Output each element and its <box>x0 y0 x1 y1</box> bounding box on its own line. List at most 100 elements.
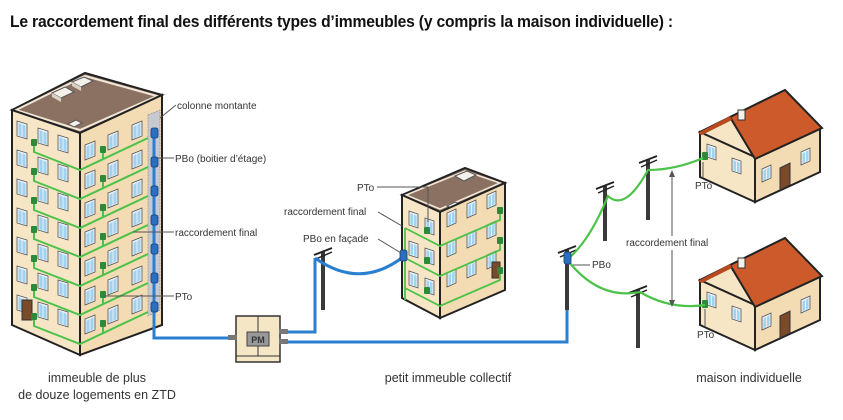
pto-box <box>100 175 106 182</box>
window <box>84 169 96 190</box>
final-connection-cable <box>404 244 501 277</box>
window <box>131 294 143 315</box>
pbo-floor-box <box>150 185 159 197</box>
house <box>697 88 824 204</box>
pto-box <box>31 313 37 320</box>
final-connection-cable <box>404 214 501 247</box>
label-pto-small: PTo <box>357 183 375 194</box>
pole-small <box>313 247 333 310</box>
final-connection-cable <box>33 137 149 172</box>
pto-box <box>497 267 503 274</box>
window <box>107 275 119 296</box>
window <box>57 308 69 328</box>
pbo-pole-box <box>563 251 572 265</box>
trunk-cable-tall <box>152 318 232 340</box>
tall-building <box>9 71 165 357</box>
chimney <box>737 109 746 121</box>
pto-box <box>100 320 106 327</box>
final-connection-cable <box>33 282 149 317</box>
window <box>84 227 96 248</box>
window <box>107 246 119 267</box>
label-pto-house-bottom: PTo <box>697 330 715 341</box>
trunk-cable-small <box>282 258 317 334</box>
window <box>57 163 69 183</box>
pto-box <box>100 204 106 211</box>
label-pto-tall: PTo <box>175 292 193 303</box>
window <box>131 207 143 228</box>
pto-box <box>31 139 37 146</box>
pbo-floor-box <box>150 301 159 313</box>
window <box>57 250 69 270</box>
final-connection-cable <box>33 195 149 230</box>
label-pbo-house: PBo <box>592 260 611 271</box>
window <box>37 214 49 234</box>
window <box>131 236 143 257</box>
pto-box <box>31 226 37 233</box>
window <box>731 157 742 175</box>
caption-house: maison individuelle <box>696 371 802 385</box>
pto-box <box>31 197 37 204</box>
window <box>16 149 28 169</box>
pbo-floor-box <box>150 214 159 226</box>
label-raccordement-final-small: raccordement final <box>284 207 366 218</box>
label-raccordement-final-tall: raccordement final <box>175 228 257 239</box>
pto-box <box>424 227 430 234</box>
pbo-floor-box <box>150 156 159 168</box>
pm-label: PM <box>251 335 265 345</box>
window <box>57 134 69 154</box>
window <box>131 149 143 170</box>
window <box>107 159 119 180</box>
window <box>37 127 49 147</box>
window <box>57 279 69 299</box>
caption-tall-line2: de douze logements en ZTD <box>18 388 176 402</box>
window <box>37 243 49 263</box>
pto-box <box>100 291 106 298</box>
pto-box <box>702 300 708 308</box>
window <box>800 147 811 166</box>
window <box>37 156 49 176</box>
window <box>84 256 96 277</box>
house <box>697 236 824 352</box>
window <box>84 198 96 219</box>
pbo-floor-box <box>150 243 159 255</box>
aerial-cable-house-bottom <box>568 261 706 308</box>
pto-box <box>497 237 503 244</box>
pto-box <box>702 152 708 160</box>
window <box>57 221 69 241</box>
window <box>446 208 457 228</box>
window <box>16 265 28 285</box>
window <box>16 120 28 140</box>
window <box>446 238 457 258</box>
window <box>731 305 742 323</box>
window <box>446 268 457 288</box>
pto-box <box>31 255 37 262</box>
pto-box <box>100 146 106 153</box>
label-pbo-etage: PBo (boitier d’étage) <box>175 154 266 165</box>
window <box>131 178 143 199</box>
label-colonne-montante: colonne montante <box>177 101 257 112</box>
window <box>107 217 119 238</box>
pto-box <box>424 257 430 264</box>
utility-pole <box>628 285 648 348</box>
aerial-cable-house-top <box>568 156 704 259</box>
label-pto-house-top: PTo <box>695 181 713 192</box>
pto-box <box>100 233 106 240</box>
caption-tall-line1: immeuble de plus <box>48 371 146 385</box>
final-connection-cable <box>33 311 149 346</box>
pbo-floor-box <box>150 127 159 139</box>
pto-box <box>31 284 37 291</box>
window <box>408 210 419 229</box>
pto-box <box>424 287 430 294</box>
window <box>486 190 497 210</box>
window <box>107 304 119 325</box>
window <box>107 188 119 209</box>
final-connection-cable <box>33 224 149 259</box>
caption-small: petit immeuble collectif <box>385 371 512 385</box>
final-connection-cable <box>33 166 149 201</box>
window <box>706 143 717 161</box>
window <box>37 185 49 205</box>
pto-box <box>100 262 106 269</box>
window <box>84 140 96 161</box>
window <box>408 240 419 259</box>
